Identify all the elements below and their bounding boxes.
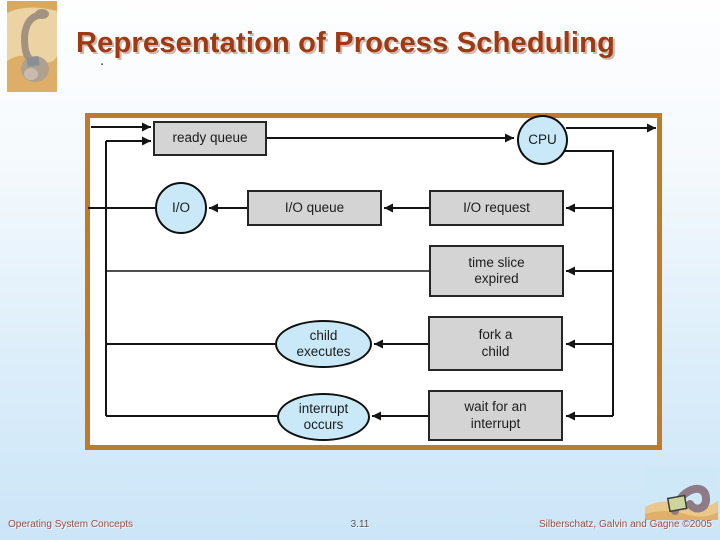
footer-authors: Silberschatz, Galvin and Gagne ©2005 [538, 519, 712, 530]
node-time-slice-expired: time slice expired [429, 245, 564, 297]
footer: Operating System Concepts 3.11 Silbersch… [0, 517, 720, 535]
page-title: Representation of Process Scheduling [76, 27, 615, 59]
scheduling-diagram: ready queue CPU I/O I/O queue I/O reques… [85, 113, 662, 450]
stray-bullet-mark: . [100, 52, 105, 69]
node-io: I/O [155, 182, 207, 234]
dinosaur-laptop-logo-icon [645, 467, 718, 525]
node-ready-queue: ready queue [153, 121, 267, 156]
dinosaur-logo-icon [7, 1, 57, 97]
node-interrupt-occurs: interrupt occurs [277, 393, 370, 441]
footer-book-title: Operating System Concepts [8, 519, 134, 530]
node-io-request: I/O request [429, 190, 564, 226]
footer-page-number: 3.11 [350, 519, 370, 530]
node-cpu: CPU [517, 115, 568, 165]
node-child-executes: child executes [275, 320, 372, 368]
node-fork-a-child: fork a child [428, 316, 563, 371]
node-wait-for-interrupt: wait for an interrupt [428, 390, 563, 441]
node-io-queue: I/O queue [247, 190, 382, 226]
diagram-lines [85, 113, 662, 450]
